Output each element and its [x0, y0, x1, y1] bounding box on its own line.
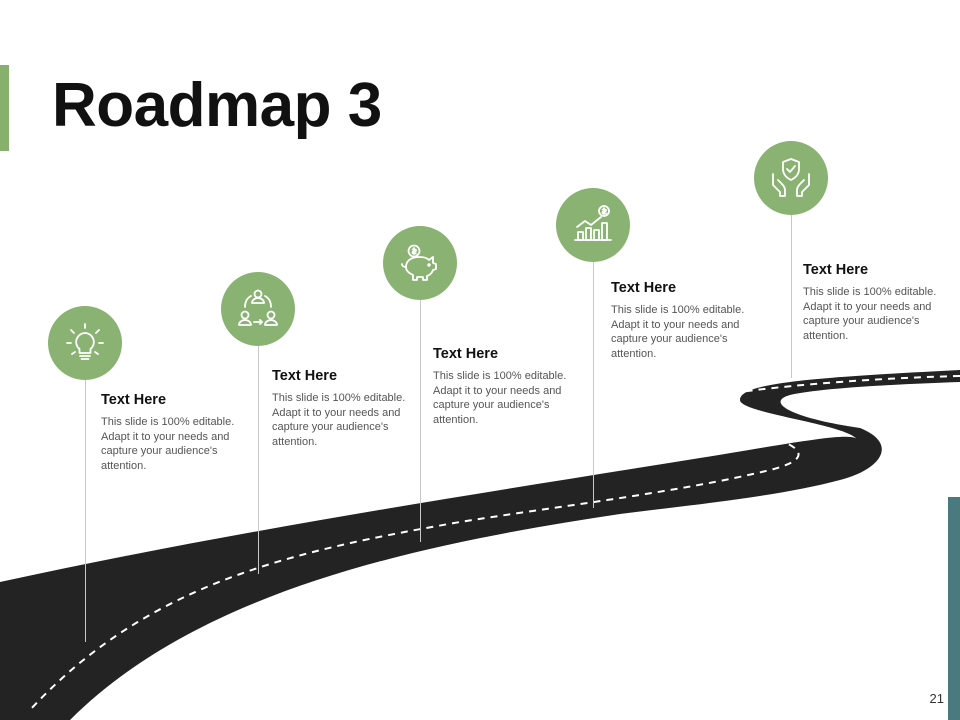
milestone-1-marker [48, 306, 122, 380]
team-cycle-icon [238, 289, 278, 326]
milestone-1-body: This slide is 100% editable. Adapt it to… [101, 416, 235, 472]
growth-chart-icon [574, 205, 612, 241]
milestone-5-marker [754, 141, 828, 215]
milestone-5-stem [791, 214, 792, 378]
page-number: 21 [929, 691, 944, 706]
milestone-3-body: This slide is 100% editable. Adapt it to… [433, 370, 567, 426]
milestone-3-card: Text Here This slide is 100% editable. A… [433, 346, 569, 427]
milestone-2-card: Text Here This slide is 100% editable. A… [272, 368, 408, 449]
milestone-4-card: Text Here This slide is 100% editable. A… [611, 280, 747, 361]
milestone-5-title: Text Here [803, 262, 869, 278]
milestone-2-stem [258, 346, 259, 574]
milestone-1-title: Text Here [101, 392, 167, 408]
milestone-1-stem [85, 380, 86, 642]
milestone-1-card: Text Here This slide is 100% editable. A… [101, 392, 237, 473]
milestone-3-stem [420, 300, 421, 542]
side-accent-bar [948, 497, 960, 720]
slide-title: Roadmap 3 [52, 71, 382, 140]
title-accent-bar [0, 65, 9, 151]
road-center-dashes [29, 375, 960, 711]
milestone-4-marker [556, 188, 630, 262]
milestone-2-marker [221, 272, 295, 346]
milestone-3-marker [383, 226, 457, 300]
lightbulb-icon [66, 323, 104, 360]
hands-shield-icon [772, 158, 810, 197]
milestone-5-body: This slide is 100% editable. Adapt it to… [803, 286, 937, 342]
milestone-2-title: Text Here [272, 368, 338, 384]
piggy-bank-icon [401, 244, 437, 281]
milestone-3-title: Text Here [433, 346, 499, 362]
milestone-5-card: Text Here This slide is 100% editable. A… [803, 262, 939, 343]
milestone-4-title: Text Here [611, 280, 677, 296]
milestone-2-body: This slide is 100% editable. Adapt it to… [272, 392, 406, 448]
milestone-4-body: This slide is 100% editable. Adapt it to… [611, 304, 745, 360]
road-surface [0, 370, 960, 720]
milestone-4-stem [593, 262, 594, 508]
